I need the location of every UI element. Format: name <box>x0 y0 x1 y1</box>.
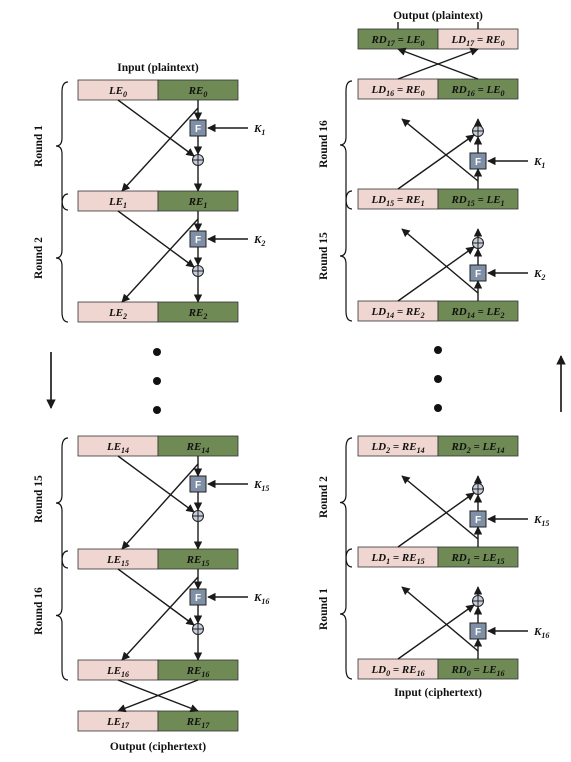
enc-right-to-left <box>121 218 199 303</box>
dec-key-label-0: K16 <box>533 626 549 640</box>
dec-key-label-1: K15 <box>533 514 549 528</box>
enc-row-1-right-label: RE1 <box>188 196 208 210</box>
dec-right-to-left <box>401 586 479 652</box>
round-label-left-15: Round 15 <box>33 475 45 523</box>
dec-key-label-3: K1 <box>533 156 545 170</box>
dec-row-4-left-label: LD2 = RE14 <box>370 441 424 455</box>
dot <box>434 404 442 412</box>
enc-right-to-left <box>121 463 199 550</box>
round-label-right-16: Round 16 <box>318 120 330 168</box>
dec-f-3-label: F <box>475 157 481 168</box>
left-panel-footer: Output (ciphertext) <box>110 741 206 753</box>
dec-row-3-left-label: LD14 = RE2 <box>370 306 424 320</box>
dec-row-2-right-label: RD15 = LE1 <box>450 194 504 208</box>
dot <box>434 375 442 383</box>
enc-row-6-left-label: LE17 <box>106 716 130 730</box>
enc-brace-15 <box>55 437 69 569</box>
enc-f-0-label: F <box>195 124 201 135</box>
dec-key-label-2: K2 <box>533 268 545 282</box>
enc-row-0-left-label: LE0 <box>108 85 127 99</box>
enc-key-label-3: K16 <box>253 592 269 606</box>
enc-left-to-xor <box>117 568 195 626</box>
round-label-left-16: Round 16 <box>33 587 45 635</box>
dec-row-5-right-label: RD1 = LE15 <box>450 552 504 566</box>
enc-row-2-right-label: RE2 <box>188 307 208 321</box>
enc-key-label-0: K1 <box>253 123 265 137</box>
enc-row-3-right-label: RE14 <box>186 441 210 455</box>
dot <box>153 377 161 385</box>
enc-f-2-label: F <box>195 480 201 491</box>
dec-left-to-xor <box>397 134 475 190</box>
dec-brace-1 <box>339 548 353 680</box>
dec-brace-15 <box>339 190 353 322</box>
dec-left-to-xor <box>397 604 475 660</box>
left-ellipsis <box>153 348 161 414</box>
enc-right-to-left <box>121 107 199 192</box>
dec-brace-16 <box>339 80 353 210</box>
dec-row-4-right-label: RD2 = LE14 <box>450 441 504 455</box>
enc-brace-2 <box>55 193 69 323</box>
enc-row-4-right-label: RE15 <box>186 554 210 568</box>
round-label-left-1: Round 1 <box>33 125 45 167</box>
dec-right-to-left <box>401 118 479 182</box>
dec-f-0-label: F <box>475 627 481 638</box>
dec-right-to-left <box>401 228 479 294</box>
enc-row-0-right-label: RE0 <box>188 85 208 99</box>
enc-row-1-left-label: LE1 <box>108 196 127 210</box>
dec-row-5-left-label: LD1 = RE15 <box>370 552 424 566</box>
round-label-left-2: Round 2 <box>33 237 45 279</box>
enc-key-label-1: K2 <box>253 234 265 248</box>
right-panel-title: Output (plaintext) <box>393 10 483 22</box>
enc-key-label-2: K15 <box>253 479 269 493</box>
dec-row-0-right-label: LD17 = RE0 <box>450 34 504 48</box>
dot <box>434 346 442 354</box>
right-panel-footer: Input (ciphertext) <box>394 687 482 699</box>
enc-row-6-right-label: RE17 <box>186 716 211 730</box>
enc-left-to-xor <box>117 210 195 268</box>
enc-f-3-label: F <box>195 593 201 604</box>
enc-brace-16 <box>55 550 69 681</box>
enc-row-5-left-label: LE16 <box>106 665 129 679</box>
dot <box>153 406 161 414</box>
round-label-right-2: Round 2 <box>318 476 330 518</box>
round-label-right-15: Round 15 <box>318 232 330 280</box>
dec-left-to-xor <box>397 246 475 302</box>
left-panel-title: Input (plaintext) <box>117 62 199 74</box>
enc-row-2-left-label: LE2 <box>108 307 127 321</box>
enc-row-4-left-label: LE15 <box>106 554 129 568</box>
dec-row-2-left-label: LD15 = RE1 <box>370 194 424 208</box>
dec-f-2-label: F <box>475 269 481 280</box>
dec-swap-2 <box>397 47 479 80</box>
enc-left-to-xor <box>117 99 195 157</box>
dot <box>153 348 161 356</box>
enc-swap-2 <box>117 679 199 713</box>
dec-row-6-left-label: LD0 = RE16 <box>370 664 424 678</box>
dec-brace-2 <box>339 437 353 568</box>
dec-row-4-right-box <box>437 435 519 457</box>
dec-row-6-right-label: RD0 = LE16 <box>450 664 504 678</box>
dec-left-to-xor <box>397 492 475 548</box>
enc-brace-1 <box>55 81 69 211</box>
dec-row-1-right-label: RD16 = LE0 <box>450 84 504 98</box>
enc-right-to-left <box>121 576 199 661</box>
enc-left-to-xor <box>117 455 195 513</box>
enc-f-1-label: F <box>195 235 201 246</box>
dec-row-1-left-label: LD16 = RE0 <box>370 84 424 98</box>
dec-row-0-left-label: RD17 = LE0 <box>370 34 424 48</box>
dec-f-1-label: F <box>475 515 481 526</box>
round-label-right-1: Round 1 <box>318 588 330 630</box>
right-ellipsis <box>434 346 442 412</box>
enc-row-3-left-label: LE14 <box>106 441 129 455</box>
enc-row-5-right-label: RE16 <box>186 665 210 679</box>
dec-right-to-left <box>401 475 479 540</box>
dec-row-3-right-label: RD14 = LE2 <box>450 306 504 320</box>
